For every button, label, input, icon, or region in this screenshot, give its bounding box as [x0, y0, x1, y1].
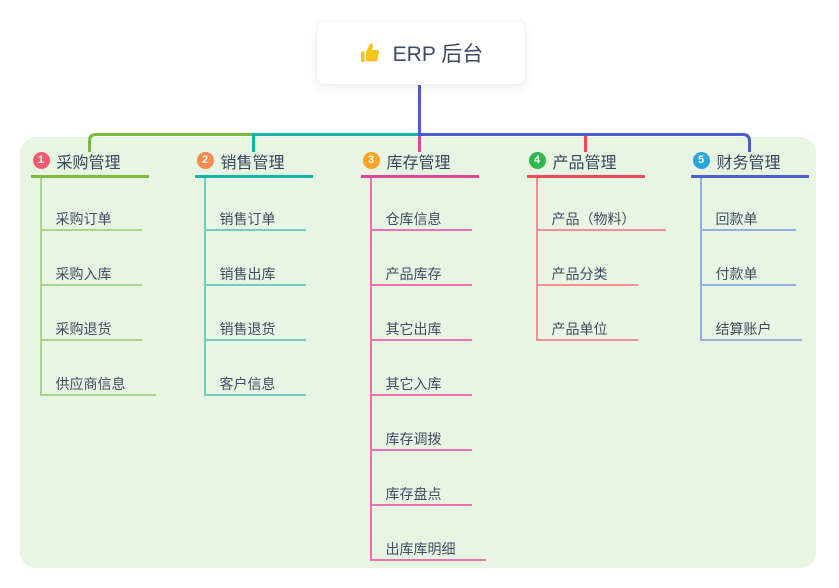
branch: 1 采购管理 采购订单采购入库采购退货供应商信息: [30, 146, 156, 398]
branch-trunk-line: [39, 178, 42, 396]
child-node[interactable]: 销售退货: [203, 288, 306, 341]
branch-title: 销售管理: [220, 154, 285, 172]
child-node[interactable]: 出库库明细: [369, 508, 486, 561]
child-node[interactable]: 库存调拨: [369, 398, 472, 451]
branch-trunk-line: [369, 178, 372, 561]
branch-number-badge: 2: [196, 152, 214, 169]
branch-children: 回款单付款单结算账户: [691, 178, 809, 341]
branch-children: 采购订单采购入库采购退货供应商信息: [31, 178, 156, 396]
child-node[interactable]: 采购退货: [39, 288, 142, 341]
branch-children: 产品（物料）产品分类产品单位: [527, 178, 666, 341]
branch-title: 采购管理: [56, 154, 121, 172]
thumbs-up-icon: [359, 41, 383, 65]
branch-trunk-line: [203, 178, 206, 396]
root-title: ERP 后台: [392, 42, 484, 66]
root-node[interactable]: ERP 后台: [316, 20, 526, 85]
branch-number-badge: 4: [528, 152, 546, 169]
child-node[interactable]: 销售出库: [203, 233, 306, 286]
child-node[interactable]: 产品（物料）: [535, 178, 666, 231]
child-node[interactable]: 采购入库: [39, 233, 142, 286]
child-node[interactable]: 仓库信息: [369, 178, 472, 231]
branch-trunk-line: [699, 178, 702, 341]
branch-header-4[interactable]: 4 产品管理: [526, 146, 645, 178]
branch-header-1[interactable]: 1 采购管理: [30, 146, 149, 178]
child-node[interactable]: 供应商信息: [39, 343, 156, 396]
child-node[interactable]: 付款单: [699, 233, 796, 286]
child-node[interactable]: 产品分类: [535, 233, 638, 286]
child-node[interactable]: 结算账户: [699, 288, 802, 341]
child-node[interactable]: 产品单位: [535, 288, 638, 341]
branches-panel: [20, 137, 816, 568]
child-node[interactable]: 其它出库: [369, 288, 472, 341]
branch-header-2[interactable]: 2 销售管理: [194, 146, 313, 178]
branch-title: 财务管理: [716, 154, 781, 172]
branch-trunk-line: [535, 178, 538, 341]
branch-title: 库存管理: [386, 154, 451, 172]
branch: 2 销售管理 销售订单销售出库销售退货客户信息: [194, 146, 313, 398]
child-node[interactable]: 其它入库: [369, 343, 472, 396]
branch-children: 销售订单销售出库销售退货客户信息: [195, 178, 313, 396]
branch-header-3[interactable]: 3 库存管理: [360, 146, 479, 178]
branch-number-badge: 3: [362, 152, 380, 169]
branch: 5 财务管理 回款单付款单结算账户: [690, 146, 809, 343]
child-node[interactable]: 产品库存: [369, 233, 472, 286]
child-node[interactable]: 回款单: [699, 178, 796, 231]
branch-title: 产品管理: [552, 154, 617, 172]
child-node[interactable]: 销售订单: [203, 178, 306, 231]
child-node[interactable]: 库存盘点: [369, 453, 472, 506]
branch-header-5[interactable]: 5 财务管理: [690, 146, 809, 178]
branch: 4 产品管理 产品（物料）产品分类产品单位: [526, 146, 666, 343]
branch: 3 库存管理 仓库信息产品库存其它出库其它入库库存调拨库存盘点出库库明细: [360, 146, 486, 563]
child-node[interactable]: 客户信息: [203, 343, 306, 396]
child-node[interactable]: 采购订单: [39, 178, 142, 231]
branch-number-badge: 1: [32, 152, 50, 169]
branch-children: 仓库信息产品库存其它出库其它入库库存调拨库存盘点出库库明细: [361, 178, 486, 561]
branch-number-badge: 5: [692, 152, 710, 169]
